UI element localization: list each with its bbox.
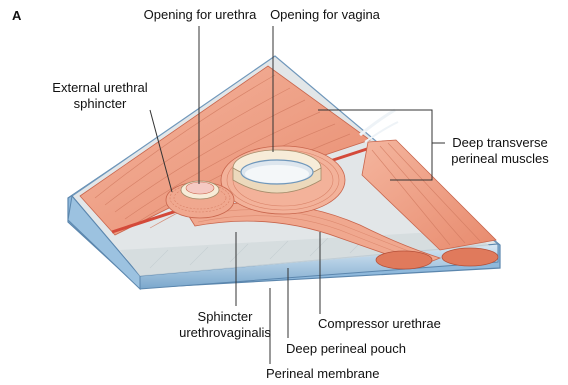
label-sphincter-urethrovaginalis: Sphincter urethrovaginalis [170, 309, 280, 341]
label-deep-transverse-perineal: Deep transverse perineal muscles [435, 135, 565, 167]
label-opening-vagina: Opening for vagina [250, 7, 400, 23]
label-sphincter-uv-line1: Sphincter [170, 309, 280, 325]
label-deep-transverse-line1: Deep transverse [435, 135, 565, 151]
urethral-opening-shape [181, 181, 219, 199]
panel-letter: A [12, 8, 21, 23]
label-compressor-urethrae: Compressor urethrae [318, 316, 441, 332]
label-external-urethral-sphincter: External urethral sphincter [30, 80, 170, 112]
label-external-urethral-sphincter-line1: External urethral [30, 80, 170, 96]
vaginal-opening-shape [233, 150, 321, 193]
label-deep-transverse-line2: perineal muscles [435, 151, 565, 167]
label-deep-perineal-pouch: Deep perineal pouch [286, 341, 406, 357]
label-external-urethral-sphincter-line2: sphincter [30, 96, 170, 112]
label-perineal-membrane: Perineal membrane [266, 366, 379, 382]
label-sphincter-uv-line2: urethrovaginalis [170, 325, 280, 341]
